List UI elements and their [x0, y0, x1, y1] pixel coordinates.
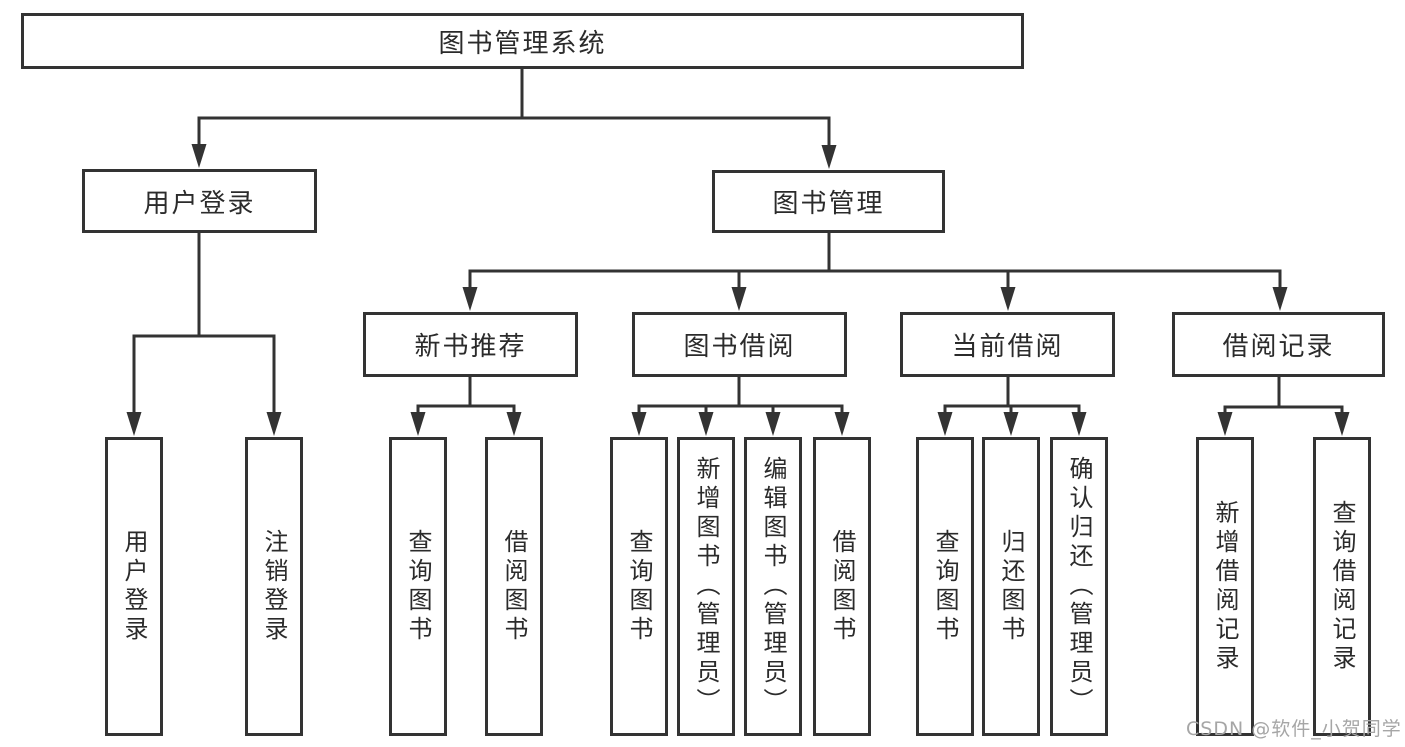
connector-borrow-branch: [637, 404, 844, 418]
node-new-book-recommend: 新书推荐: [363, 312, 578, 377]
arrowhead-icon: [698, 412, 714, 436]
leaf-borrow-books-2: 借阅图书: [813, 437, 871, 736]
arrowhead-icon: [1334, 412, 1350, 436]
leaf-borrow-books-1: 借阅图书: [485, 437, 543, 736]
leaf-add-books-admin: 新增图书（管理员）: [677, 437, 735, 736]
connector-level3-branch: [468, 269, 1282, 292]
arrowhead-icon: [765, 412, 781, 436]
node-current-borrow-label: 当前借阅: [951, 332, 1064, 362]
leaf-user-login: 用户登录: [105, 437, 163, 736]
node-new-book-recommend-label: 新书推荐: [414, 332, 527, 362]
node-borrow-records: 借阅记录: [1172, 312, 1385, 377]
leaf-borrow-books-1-label: 借阅图书: [500, 528, 528, 645]
watermark: CSDN @软件_小贺同学: [1186, 718, 1402, 740]
leaf-return-books-label: 归还图书: [997, 528, 1025, 645]
arrowhead-icon: [126, 412, 142, 436]
connector-login-branch: [132, 334, 276, 418]
leaf-confirm-return-admin: 确认归还（管理员）: [1050, 437, 1108, 736]
arrowhead-icon: [266, 412, 282, 436]
arrowhead-icon: [834, 412, 850, 436]
arrowhead-icon: [937, 412, 953, 436]
arrowhead-icon: [631, 412, 647, 436]
arrowhead-icon: [1272, 287, 1288, 311]
leaf-query-books-2: 查询图书: [610, 437, 668, 736]
connector-current-branch: [943, 404, 1081, 418]
leaf-query-borrow-record: 查询借阅记录: [1313, 437, 1371, 736]
arrowhead-icon: [821, 145, 837, 169]
leaf-return-books: 归还图书: [982, 437, 1040, 736]
arrowhead-icon: [462, 287, 478, 311]
leaf-add-borrow-record: 新增借阅记录: [1196, 437, 1254, 736]
arrowhead-icon: [1003, 412, 1019, 436]
leaf-edit-books-admin-label: 编辑图书（管理员）: [759, 456, 787, 717]
node-root: 图书管理系统: [21, 13, 1024, 69]
arrowhead-icon: [1071, 412, 1087, 436]
node-user-login: 用户登录: [82, 169, 317, 233]
leaf-query-books-2-label: 查询图书: [625, 528, 653, 645]
leaf-add-books-admin-label: 新增图书（管理员）: [692, 456, 720, 717]
node-user-login-label: 用户登录: [143, 188, 256, 219]
arrowhead-icon: [1000, 287, 1016, 311]
arrowhead-icon: [506, 412, 522, 436]
leaf-confirm-return-admin-label: 确认归还（管理员）: [1065, 456, 1093, 717]
leaf-query-books-3-label: 查询图书: [931, 528, 959, 645]
leaf-query-books-3: 查询图书: [916, 437, 974, 736]
node-book-borrow: 图书借阅: [632, 312, 847, 377]
connector-level2-branch: [197, 116, 831, 151]
node-book-management: 图书管理: [712, 170, 945, 233]
arrowhead-icon: [410, 412, 426, 436]
arrowhead-icon: [191, 144, 207, 168]
arrowhead-icon: [1217, 412, 1233, 436]
node-current-borrow: 当前借阅: [900, 312, 1115, 377]
leaf-edit-books-admin: 编辑图书（管理员）: [744, 437, 802, 736]
leaf-logout-label: 注销登录: [260, 528, 288, 645]
leaf-query-books-1: 查询图书: [389, 437, 447, 736]
node-root-label: 图书管理系统: [438, 28, 607, 59]
leaf-logout: 注销登录: [245, 437, 303, 736]
connector-newbook-branch: [416, 404, 516, 418]
leaf-user-login-label: 用户登录: [120, 528, 148, 645]
node-book-borrow-label: 图书借阅: [683, 332, 796, 362]
connector-records-branch: [1223, 405, 1344, 418]
node-book-management-label: 图书管理: [772, 189, 885, 219]
leaf-query-books-1-label: 查询图书: [404, 528, 432, 645]
node-borrow-records-label: 借阅记录: [1222, 332, 1335, 362]
leaf-add-borrow-record-label: 新增借阅记录: [1211, 499, 1239, 674]
leaf-query-borrow-record-label: 查询借阅记录: [1328, 499, 1356, 674]
leaf-borrow-books-2-label: 借阅图书: [828, 528, 856, 645]
arrowhead-icon: [731, 287, 747, 311]
